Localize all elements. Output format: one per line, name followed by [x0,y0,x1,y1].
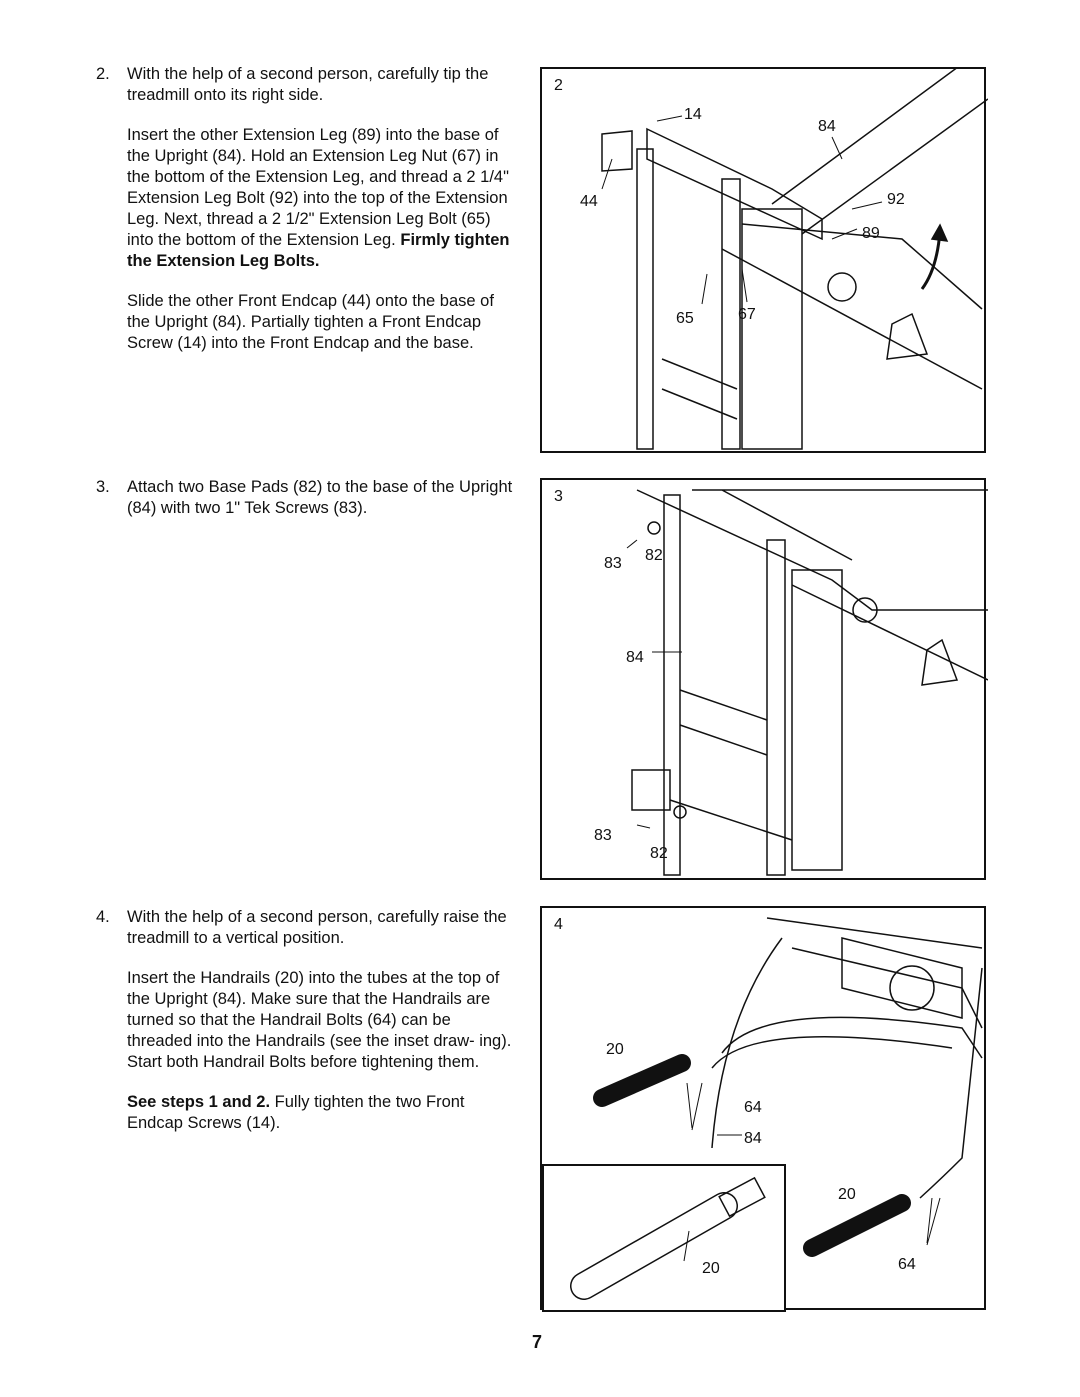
treadmill-tip-illustration [601,69,988,450]
callout-82: 82 [645,547,663,564]
step-text: Insert the other Extension Leg (89) into… [127,126,509,249]
step-3: 3. Attach two Base Pads (82) to the base… [96,477,516,538]
page-number: 7 [532,1332,543,1352]
callout-84: 84 [818,118,836,135]
figure-4: 4 20 64 84 20 64 20 [540,906,986,1312]
step-paragraph: Slide the other Front Endcap (44) onto t… [127,292,494,352]
callout-65: 65 [676,310,694,327]
callout-20: 20 [838,1186,856,1203]
step-2: 2. With the help of a second person, car… [96,64,516,373]
callout-20: 20 [606,1041,624,1058]
handrail-detail-illustration [570,1176,766,1300]
step-paragraph: Insert the other Extension Leg (89) into… [127,125,516,272]
callout-92: 92 [887,191,905,208]
inset-drawing: 20 [542,1164,786,1312]
step-paragraph: See steps 1 and 2. Fully tighten the two… [127,1092,516,1134]
figure-number: 2 [554,77,563,94]
handrails-illustration [593,917,983,1257]
callout-20: 20 [702,1260,720,1277]
callout-84: 84 [744,1130,762,1147]
step-4: 4. With the help of a second person, car… [96,907,516,1153]
base-pads-illustration [626,489,988,876]
callout-83: 83 [594,827,612,844]
step-warning: Firmly tighten the Extension Leg Bolts. [127,231,510,270]
callout-89: 89 [862,225,880,242]
step-number: 4. [96,908,110,926]
step-intro: Attach two Base Pads (82) to the base of… [127,478,513,517]
step-number: 2. [96,65,110,83]
callout-84: 84 [626,649,644,666]
step-intro: With the help of a second person, carefu… [127,908,507,947]
callout-64: 64 [744,1099,762,1116]
step-bold-ref: See steps 1 and 2. [127,1093,271,1111]
figure-number: 4 [554,916,563,933]
callout-64: 64 [898,1256,916,1273]
step-text: Fully tighten the two Front Endcap Screw… [127,1093,465,1132]
figure-2: 2 14 84 44 92 89 65 67 [540,67,988,453]
figure-number: 3 [554,488,563,505]
callout-67: 67 [738,306,756,323]
step-paragraph: Insert the Handrails (20) into the tubes… [127,969,512,1071]
callout-14: 14 [684,106,702,123]
callout-82: 82 [650,845,668,862]
step-number: 3. [96,478,110,496]
figure-3: 3 83 82 84 83 82 [540,478,988,880]
callout-83: 83 [604,555,622,572]
callout-44: 44 [580,193,598,210]
step-intro: With the help of a second person, carefu… [127,65,489,104]
